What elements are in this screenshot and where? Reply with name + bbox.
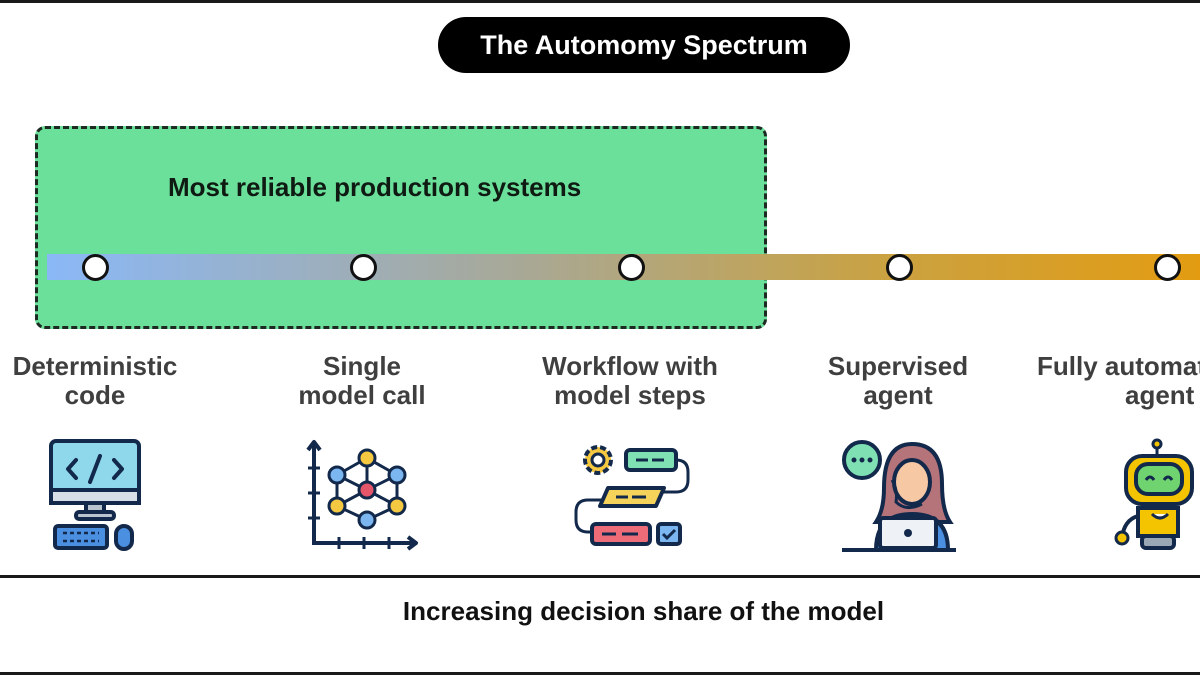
step-label-deterministic: Deterministic code: [12, 351, 178, 410]
network-graph-icon: [306, 440, 418, 551]
title-text: The Automomy Spectrum: [480, 29, 808, 60]
spectrum-dot-2: [350, 254, 377, 281]
footer-caption: Increasing decision share of the model: [402, 596, 885, 626]
spectrum-dot-5: [1154, 254, 1181, 281]
step-label-workflow: Workflow with model steps: [542, 351, 718, 410]
computer-code-icon: [49, 439, 141, 551]
top-border-line: [0, 0, 1200, 3]
title-pill: The Automomy Spectrum: [438, 17, 850, 73]
footer-divider-bottom: [0, 672, 1200, 675]
step-label-fully-automated: Fully automated agent: [1037, 351, 1200, 410]
spectrum-dot-1: [82, 254, 109, 281]
support-agent-icon: [842, 440, 956, 552]
step-label-supervised: Supervised agent: [827, 351, 969, 410]
reliable-zone-label: Most reliable production systems: [168, 172, 582, 202]
footer-divider-top: [0, 575, 1200, 578]
workflow-icon: [574, 445, 690, 546]
step-label-single-model: Single model call: [298, 351, 426, 410]
robot-icon: [1114, 438, 1194, 550]
spectrum-dot-4: [886, 254, 913, 281]
spectrum-dot-3: [618, 254, 645, 281]
reliable-zone-box: [35, 126, 767, 329]
